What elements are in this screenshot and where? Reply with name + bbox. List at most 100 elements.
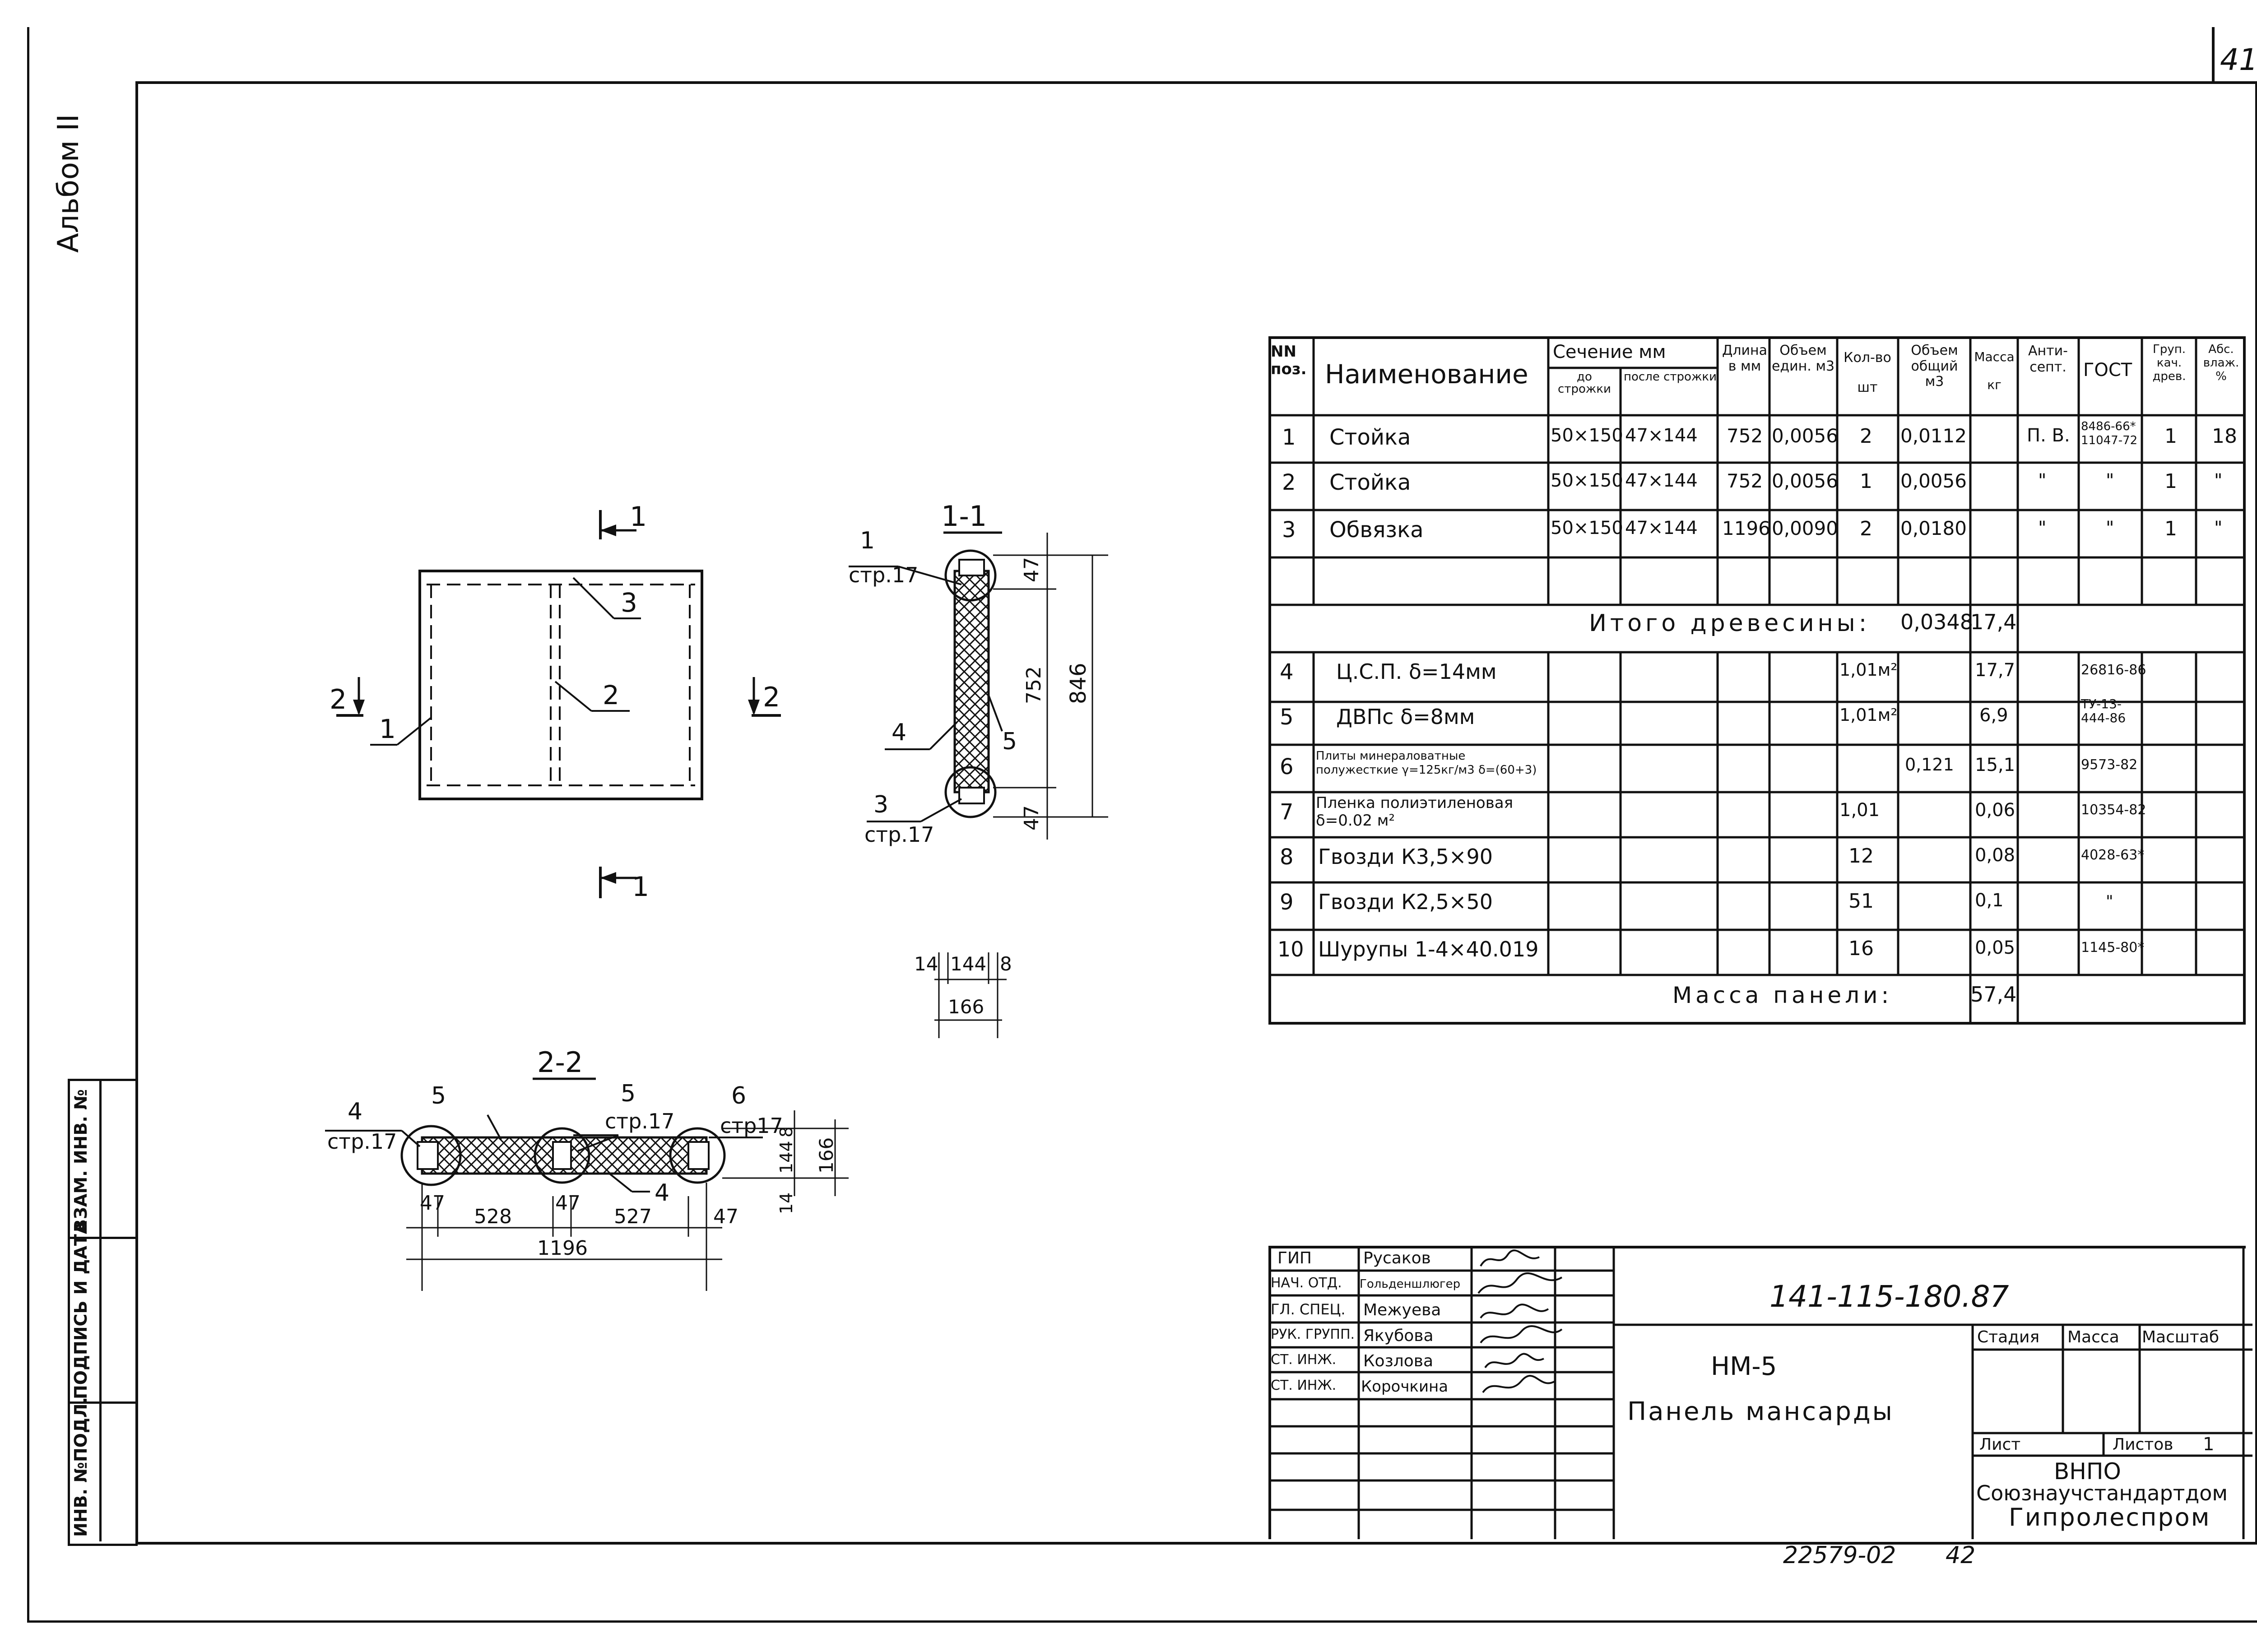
- cell-name: Шурупы 1-4×40.019: [1318, 937, 1539, 961]
- cell-vtot: 0,0112: [1900, 425, 1967, 447]
- cell-gost: ТУ-13-444-86: [2081, 696, 2126, 725]
- role: НАЧ. ОТД.: [1271, 1275, 1342, 1291]
- cell-gost: 4028-63*: [2081, 847, 2145, 863]
- cell-n: 10: [1277, 937, 1304, 961]
- cell-vtot: 0,0056: [1900, 470, 1967, 492]
- cell-qty: 16: [1848, 937, 1874, 960]
- cell-name: Гвозди К2,5×50: [1318, 890, 1493, 914]
- hdr-grade: Груп. кач. древ.: [2152, 343, 2186, 383]
- sec22-d527: 527: [614, 1205, 652, 1228]
- cell-ant: ": [2038, 518, 2047, 538]
- cell-mass: 0,1: [1975, 890, 2004, 911]
- cell-name: Гвозди К3,5×90: [1318, 845, 1493, 869]
- hdr-section: Сечение мм: [1553, 342, 1666, 362]
- sec22-ref6: стр17: [720, 1114, 783, 1138]
- cell-mass: 0,08: [1975, 845, 2016, 866]
- hdr-moisture: Абс. влаж. %: [2203, 343, 2239, 383]
- spec-table-grid: [1268, 336, 2246, 1025]
- cell-before: 50×150: [1551, 425, 1623, 446]
- small-d144: 144: [950, 953, 986, 975]
- handwritten-signatures: [1477, 1249, 1563, 1393]
- section-2-2-labels: 2-2 4 стр.17 5 5 стр.17 6 стр17 4 47 528…: [327, 1046, 837, 1260]
- cell-vunit: 0,0056: [1772, 470, 1838, 492]
- hdr-length: Длина в мм: [1722, 343, 1768, 374]
- hdr-nn: NN поз.: [1271, 343, 1307, 379]
- sec22-d528: 528: [474, 1205, 512, 1228]
- cell-n: 6: [1280, 754, 1294, 780]
- role: РУК. ГРУПП.: [1271, 1327, 1355, 1342]
- cell-n: 5: [1280, 705, 1294, 730]
- plan-labels: 1 1 2 2 1 2 3: [330, 501, 780, 903]
- plan-pos3: 3: [621, 587, 637, 618]
- wood-total-label: Итого древесины:: [1589, 610, 1871, 637]
- cell-mass: 15,1: [1975, 755, 2016, 775]
- cell-len: 1196: [1722, 517, 1770, 539]
- bottom-code: 22579-02: [1783, 1542, 1896, 1569]
- role: ГЛ. СПЕЦ.: [1271, 1301, 1346, 1318]
- page-number-box: [2212, 27, 2257, 84]
- cell-qty: 12: [1848, 845, 1874, 868]
- sec11-pos1: 1: [860, 527, 875, 554]
- sec11-pos5: 5: [1002, 728, 1017, 755]
- small-d8: 8: [1000, 953, 1012, 975]
- cell-after: 47×144: [1625, 470, 1698, 491]
- sec11-title: 1-1: [941, 500, 987, 533]
- hdr-sec-before: до строжки: [1558, 370, 1611, 396]
- role: ГИП: [1277, 1249, 1312, 1267]
- cell-n: 8: [1280, 845, 1294, 870]
- plan-pos1: 1: [379, 714, 396, 744]
- sheet-label: Лист: [1979, 1435, 2021, 1454]
- name: Якубова: [1363, 1327, 1434, 1345]
- drawing-title: Панель мансарды: [1627, 1397, 1894, 1426]
- sec22-pos5b: 5: [621, 1080, 636, 1107]
- cell-gost: 10354-82: [2081, 802, 2146, 818]
- small-dimension: 14 144 8 166: [914, 952, 1012, 1038]
- name: Межуева: [1363, 1301, 1441, 1319]
- cell-n: 1: [1282, 425, 1296, 450]
- name: Корочкина: [1361, 1378, 1449, 1396]
- cell-name: Пленка полиэтиленовая δ=0.02 м²: [1316, 794, 1514, 830]
- cell-n: 4: [1280, 659, 1294, 685]
- cell-vtot: 0,121: [1905, 755, 1954, 775]
- sec22-pos4b: 4: [655, 1179, 669, 1207]
- cell-gost: ": [2106, 518, 2114, 538]
- title-block-grid: [1268, 1246, 2252, 1539]
- sec11-dim-top: 47: [1020, 557, 1043, 582]
- sec22-d8: 8: [776, 1127, 796, 1137]
- sec11-dim-bottom: 47: [1020, 805, 1043, 831]
- cell-grade: 1: [2164, 517, 2177, 540]
- sec22-d166: 166: [815, 1137, 837, 1174]
- panel-mass-label: Масса панели:: [1672, 982, 1893, 1008]
- cell-gost: 26816-86: [2081, 662, 2146, 678]
- panel-mass-value: 57,4: [1970, 982, 2017, 1007]
- side-stamp: [68, 1079, 138, 1546]
- plan-sec22-right: 2: [763, 682, 780, 713]
- cell-grade: 1: [2164, 470, 2177, 493]
- name: Козлова: [1363, 1352, 1434, 1370]
- stage-label: Стадия: [1977, 1328, 2040, 1346]
- cell-name: Плиты минераловатные полужесткие γ=125кг…: [1316, 749, 1537, 777]
- sec11-pos3: 3: [873, 791, 888, 818]
- outer-frame: [27, 27, 2257, 1623]
- cell-grade: 1: [2164, 425, 2177, 448]
- cell-moist: ": [2214, 518, 2223, 538]
- cell-after: 47×144: [1625, 425, 1698, 446]
- cell-gost: 8486-66* 11047-72: [2081, 420, 2138, 448]
- cell-n: 3: [1282, 517, 1296, 543]
- cell-name: Ц.С.П. δ=14мм: [1336, 659, 1497, 684]
- cell-mass: 0,06: [1975, 800, 2016, 821]
- hdr-antisept: Анти-септ.: [2028, 343, 2068, 375]
- cell-gost: 1145-80*: [2081, 940, 2145, 956]
- name: Русаков: [1363, 1249, 1431, 1267]
- name: Гольденшлюгер: [1360, 1277, 1461, 1291]
- sec22-d47b: 47: [555, 1192, 581, 1215]
- cell-qty: 2: [1860, 425, 1872, 448]
- cell-moist: ": [2214, 470, 2223, 491]
- cell-qty: 51: [1848, 890, 1874, 913]
- wood-total-vol: 0,0348: [1900, 610, 1973, 634]
- hdr-vol-unit: Объем един. м3: [1771, 343, 1835, 374]
- spec-table: [1268, 336, 2246, 1025]
- sec22-d1196: 1196: [537, 1237, 588, 1260]
- org-line-3: Гипролеспром: [2009, 1503, 2211, 1531]
- org-line-2: Союзнаучстандартдом: [1976, 1481, 2228, 1505]
